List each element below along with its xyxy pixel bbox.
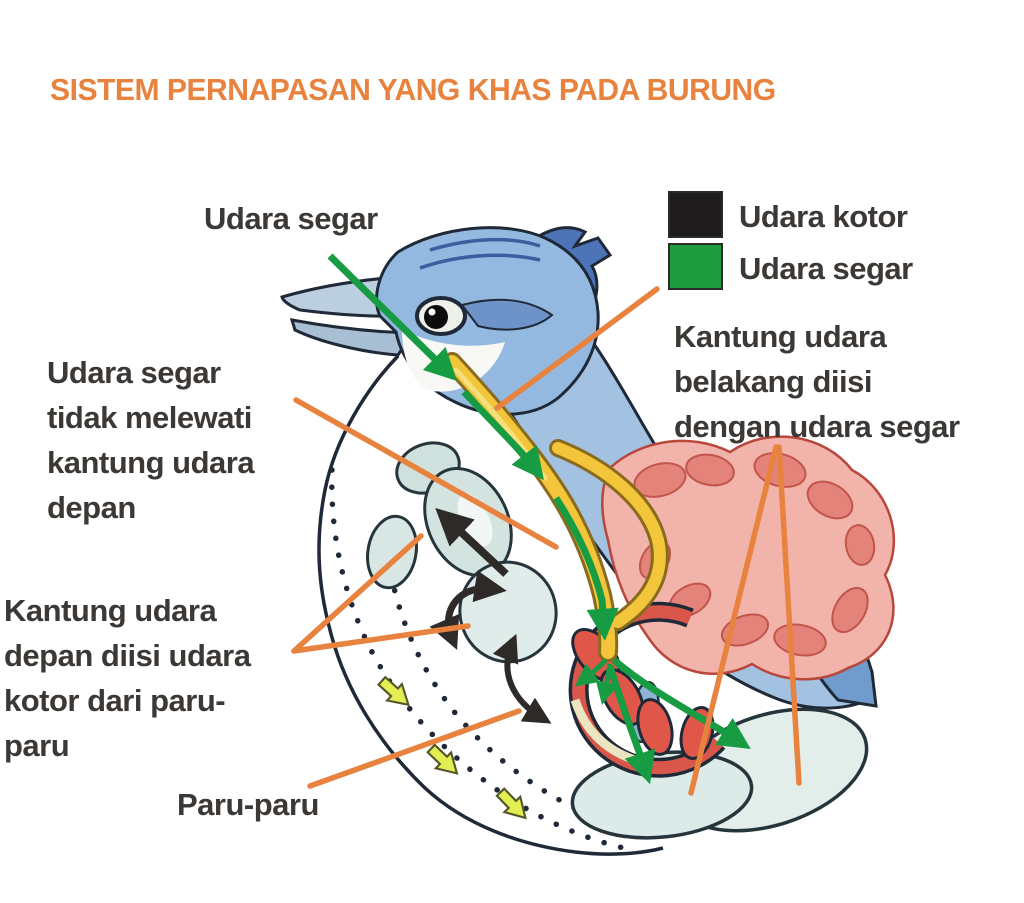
fresh-air-flow-arrows	[327, 253, 751, 785]
legend-swatch-dirty-air	[668, 191, 723, 238]
pointer-rearsac-left	[688, 444, 779, 796]
body-motion-arrows	[373, 671, 535, 827]
page-title: SISTEM PERNAPASAN YANG KHAS PADA BURUNG	[50, 72, 776, 107]
label-fresh-air-bypass: Udara segar tidak melewati kantung udara…	[47, 355, 255, 525]
pointer-legend-to-trachea	[494, 286, 660, 411]
label-front-air-sacs: Kantung udara depan diisi udara kotor da…	[4, 593, 251, 763]
legend-label-fresh-air: Udara segar	[739, 251, 913, 286]
chest-outline	[317, 354, 664, 856]
label-fresh-air: Udara segar	[204, 201, 378, 236]
pointer-lungs	[307, 708, 522, 789]
pointer-rearsac-right	[776, 444, 802, 786]
pointer-frontsac-upper	[291, 533, 424, 654]
pointer-frontsac-lower	[291, 623, 471, 654]
label-lungs: Paru-paru	[177, 787, 319, 822]
legend-label-dirty-air: Udara kotor	[739, 199, 908, 234]
dashed-body-contours	[329, 467, 631, 852]
pointer-bypass-to-bronchi	[293, 397, 559, 550]
eye	[415, 296, 467, 336]
beak-lower	[289, 318, 415, 357]
legend-swatch-fresh-air	[668, 243, 723, 290]
label-rear-air-sacs: Kantung udara belakang diisi dengan udar…	[674, 319, 960, 444]
pointer-lines	[291, 286, 802, 796]
